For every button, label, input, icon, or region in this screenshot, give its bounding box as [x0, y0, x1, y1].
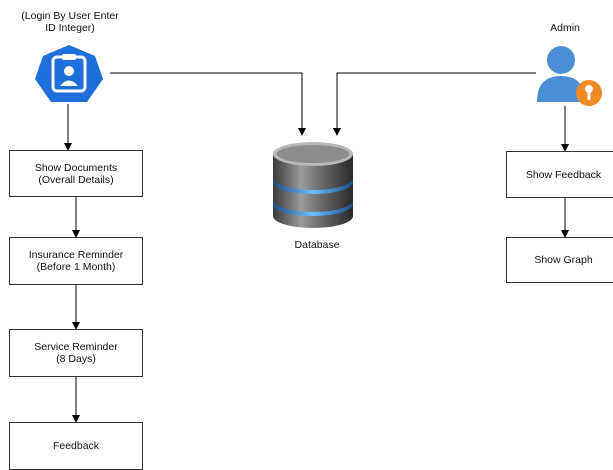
database-icon: [268, 140, 358, 232]
user-to-database-connector: [110, 72, 306, 136]
show-documents-box: Show Documents (Overall Details): [9, 150, 143, 197]
admin-key-icon: [535, 44, 605, 106]
insurance-reminder-box: Insurance Reminder (Before 1 Month): [9, 237, 143, 285]
service-reminder-box: Service Reminder (8 Days): [9, 329, 143, 377]
user-id-badge-icon: [29, 45, 109, 105]
admin-caption: Admin: [550, 22, 580, 34]
show-feedback-box: Show Feedback: [506, 151, 613, 198]
admin-to-database-connector: [333, 72, 536, 136]
feedback-box: Feedback: [9, 422, 143, 470]
user-caption: (Login By User Enter ID Integer): [21, 10, 119, 34]
database-label: Database: [294, 239, 340, 251]
show-graph-box: Show Graph: [506, 237, 613, 283]
